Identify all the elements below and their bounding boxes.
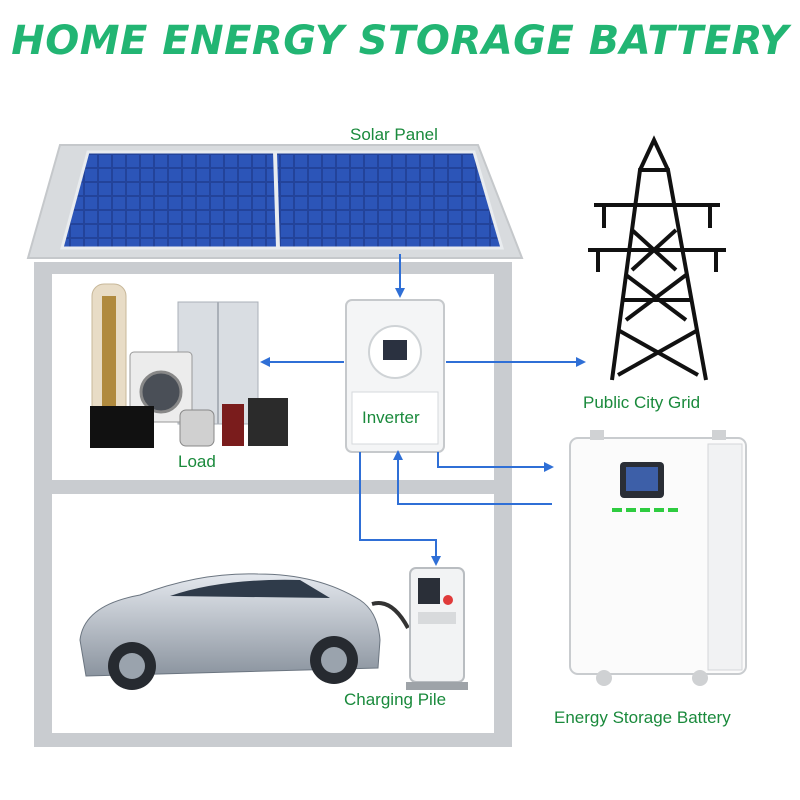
battery-label: Energy Storage Battery	[554, 708, 731, 727]
page-title: HOME ENERGY STORAGE BATTERY	[11, 18, 789, 64]
inverter-icon	[345, 299, 445, 453]
public-grid-label: Public City Grid	[583, 393, 701, 412]
charging-pile-label: Charging Pile	[344, 690, 447, 709]
solar-panel-label: Solar Panel	[350, 125, 438, 144]
flow-arrows	[260, 254, 586, 566]
load-label: Load	[178, 452, 216, 471]
electric-car-icon	[79, 573, 381, 690]
arrow-battery-to-inverter	[393, 450, 552, 505]
solar-panel-icon	[60, 150, 504, 250]
transmission-tower-icon	[588, 135, 726, 381]
battery-cabinet-icon	[569, 430, 747, 686]
arrow-inverter-to-battery	[437, 452, 554, 472]
load-appliances-icon	[90, 283, 288, 448]
arrow-inverter-to-charging-pile	[359, 452, 441, 566]
charging-pile-icon	[406, 567, 468, 690]
charging-cable	[371, 601, 410, 629]
inverter-label: Inverter	[362, 408, 420, 427]
